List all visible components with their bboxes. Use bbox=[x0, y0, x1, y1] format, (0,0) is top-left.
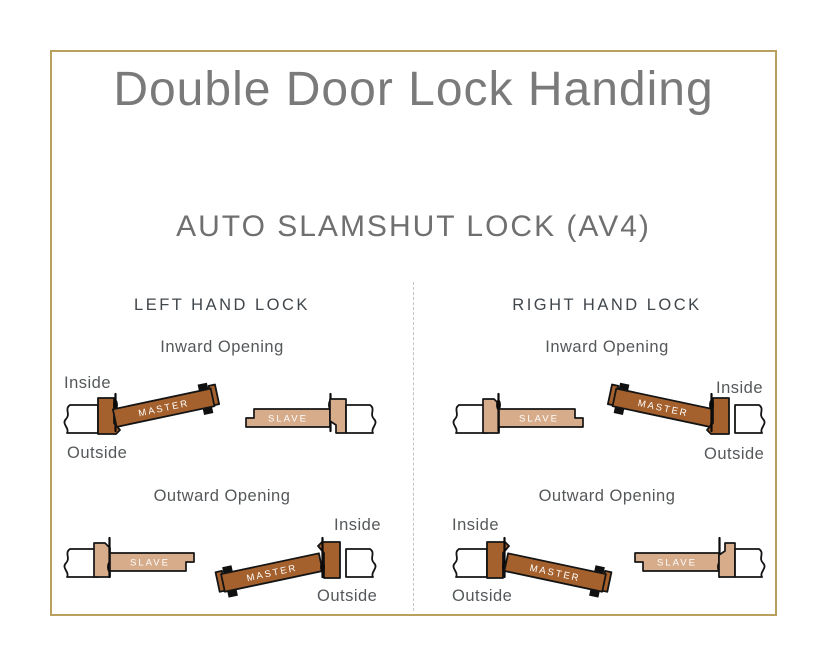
diagram-right-inward: SLAVE MASTER bbox=[452, 382, 766, 435]
wall-left bbox=[452, 548, 488, 578]
inside-label: Inside bbox=[716, 379, 764, 397]
page-subtitle: AUTO SLAMSHUT LOCK (AV4) bbox=[176, 210, 651, 243]
right-outward-opening-label: Outward Opening bbox=[538, 487, 676, 505]
master-door-leaf bbox=[220, 552, 324, 593]
section-title-right-hand-lock: RIGHT HAND LOCK bbox=[512, 296, 702, 314]
wall-right bbox=[345, 404, 377, 434]
wall-left bbox=[63, 548, 99, 578]
right-inward-opening-label: Inward Opening bbox=[545, 338, 669, 356]
outside-label: Outside bbox=[452, 587, 513, 605]
master-frame bbox=[486, 541, 510, 579]
section-title-left-hand-lock: LEFT HAND LOCK bbox=[134, 296, 310, 314]
wall-right bbox=[734, 404, 766, 434]
inside-label: Inside bbox=[452, 516, 500, 534]
master-door: MASTER bbox=[606, 382, 716, 428]
slave-frame bbox=[93, 542, 111, 578]
hinge-knuckle-icon bbox=[496, 399, 501, 411]
inside-label: Inside bbox=[334, 516, 382, 534]
slave-door-label: SLAVE bbox=[130, 558, 170, 569]
outside-label: Outside bbox=[317, 587, 378, 605]
master-door: MASTER bbox=[214, 552, 324, 598]
slave-frame bbox=[329, 398, 347, 434]
master-frame bbox=[317, 541, 341, 579]
left-inward-opening-label: Inward Opening bbox=[160, 338, 284, 356]
wall-right bbox=[345, 548, 377, 578]
slave-door bbox=[498, 408, 584, 428]
left-outward-opening-label: Outward Opening bbox=[153, 487, 291, 505]
wall-right bbox=[734, 548, 766, 578]
wall-left bbox=[63, 404, 99, 434]
master-door-leaf bbox=[111, 387, 216, 428]
diagram-left-outward: SLAVE MASTER bbox=[63, 536, 377, 598]
master-door: MASTER bbox=[111, 382, 221, 428]
column-divider bbox=[413, 282, 414, 611]
diagram-right-outward: MASTER SLAVE bbox=[452, 536, 766, 598]
slave-door-label: SLAVE bbox=[268, 414, 308, 425]
hinge-knuckle-icon bbox=[320, 561, 325, 573]
master-door: MASTER bbox=[503, 552, 613, 598]
master-door-leaf bbox=[503, 552, 607, 593]
inside-label: Inside bbox=[64, 374, 112, 392]
wall-left bbox=[452, 404, 488, 434]
border-frame bbox=[50, 50, 777, 616]
hinge-knuckle-icon bbox=[709, 399, 714, 411]
page-title: Double Door Lock Handing bbox=[113, 63, 714, 116]
outside-label: Outside bbox=[704, 445, 765, 463]
slave-frame bbox=[718, 542, 736, 578]
slave-door bbox=[109, 552, 195, 572]
outside-label: Outside bbox=[67, 444, 128, 462]
diagram-left-inward: MASTER SLAVE bbox=[63, 382, 377, 435]
slave-door-label: SLAVE bbox=[519, 414, 559, 425]
slave-door-label: SLAVE bbox=[657, 558, 697, 569]
